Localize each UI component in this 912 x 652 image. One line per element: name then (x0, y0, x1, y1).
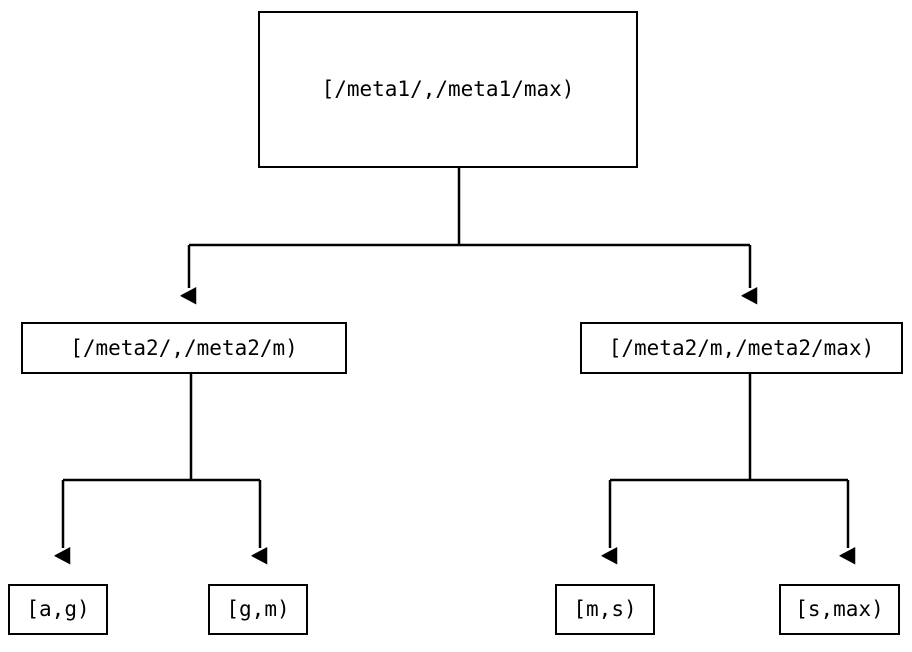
node-meta2-lower[interactable]: [/meta2/,/meta2/m) (21, 322, 347, 374)
node-meta2-upper-label: [/meta2/m,/meta2/max) (608, 335, 875, 360)
node-meta2-lower-label: [/meta2/,/meta2/m) (70, 335, 298, 360)
node-leaf-a-g-label: [a,g) (26, 597, 90, 621)
node-meta2-upper[interactable]: [/meta2/m,/meta2/max) (580, 322, 903, 374)
node-leaf-s-max[interactable]: [s,max) (779, 584, 900, 635)
node-leaf-g-m-label: [g,m) (226, 597, 290, 621)
node-leaf-a-g[interactable]: [a,g) (8, 584, 108, 635)
node-leaf-s-max-label: [s,max) (795, 597, 884, 621)
edge-root-to-level2 (189, 168, 750, 288)
node-leaf-m-s[interactable]: [m,s) (555, 584, 655, 635)
node-leaf-g-m[interactable]: [g,m) (208, 584, 308, 635)
node-root-label: [/meta1/,/meta1/max) (321, 77, 575, 101)
edge-meta2-lo-to-leaves (63, 374, 260, 548)
node-root[interactable]: [/meta1/,/meta1/max) (258, 11, 638, 168)
edge-meta2-hi-to-leaves (610, 374, 848, 548)
node-leaf-m-s-label: [m,s) (573, 597, 637, 621)
